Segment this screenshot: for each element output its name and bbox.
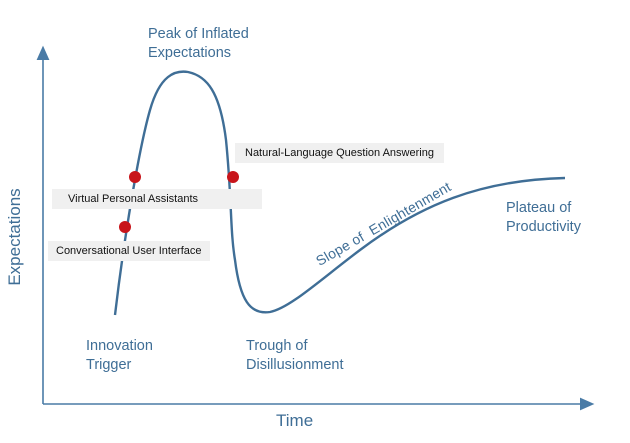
tech-label-natural-language-qa: Natural-Language Question Answering (235, 143, 444, 163)
y-axis-label: Expectations (5, 188, 24, 286)
phase-label-plateau: Plateau of Productivity (506, 200, 581, 235)
tech-label-virtual-personal-assistants: Virtual Personal Assistants (52, 189, 262, 209)
marker-natural-language-qa (227, 171, 239, 183)
phase-label-innovation-trigger: Innovation Trigger (86, 338, 153, 373)
marker-conversational-ui (119, 221, 131, 233)
phase-label-trough: Trough of Disillusionment (246, 338, 344, 373)
marker-virtual-personal-assistants (129, 171, 141, 183)
hype-curve (113, 70, 566, 316)
x-axis-label: Time (276, 411, 314, 430)
tech-label-conversational-ui: Conversational User Interface (48, 241, 210, 261)
phase-label-peak: Peak of Inflated Expectations (148, 26, 249, 61)
